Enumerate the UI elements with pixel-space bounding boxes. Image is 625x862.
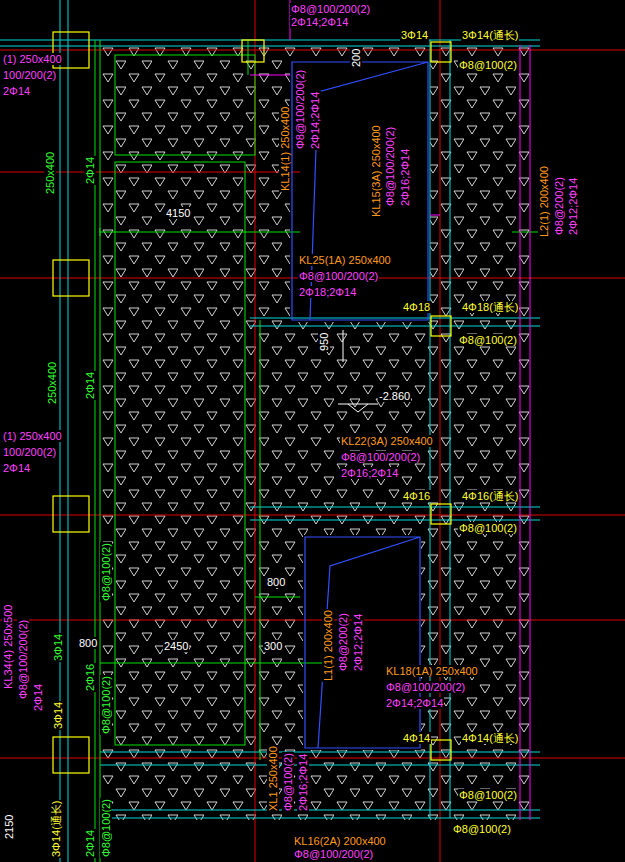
drawing-note: KL34(4) 250x500 bbox=[2, 604, 14, 690]
drawing-note: 4Φ18 bbox=[402, 301, 431, 313]
drawing-note: L1(1) 200x400 bbox=[322, 609, 334, 682]
drawing-note: (1) 250x400 bbox=[2, 53, 63, 65]
drawing-note: 2Φ14 bbox=[84, 371, 96, 400]
drawing-note: XL1 250x400 bbox=[267, 745, 279, 812]
slab-hatch bbox=[100, 45, 530, 820]
drawing-note: Φ8@100(2) bbox=[458, 334, 518, 346]
drawing-note: Φ8@100/200(2) bbox=[293, 848, 374, 860]
drawing-note: 4150 bbox=[165, 207, 191, 219]
drawing-note: 950 bbox=[318, 332, 330, 352]
drawing-note: 3Φ14(通长) bbox=[461, 29, 519, 41]
drawing-note: 4Φ18(通长) bbox=[461, 301, 519, 313]
drawing-note: 800 bbox=[266, 576, 286, 588]
drawing-note: 3Φ14 bbox=[52, 701, 64, 730]
drawing-note: Φ8@100(2) bbox=[100, 542, 112, 602]
drawing-note: Φ8@100(2) bbox=[100, 675, 112, 735]
drawing-note: 2Φ16 bbox=[84, 663, 96, 692]
drawing-note: Φ8@100/200(2) bbox=[294, 69, 306, 150]
drawing-note: Φ8@100(2) bbox=[458, 522, 518, 534]
drawing-note: 250x400 bbox=[46, 361, 58, 405]
drawing-note: KL25(1A) 250x400 bbox=[298, 254, 392, 266]
drawing-note: 4Φ16 bbox=[402, 490, 431, 502]
drawing-note: -2.860 bbox=[378, 390, 411, 402]
drawing-note: KL14(1) 250x400 bbox=[279, 106, 291, 192]
drawing-note: 4Φ14 bbox=[402, 732, 431, 744]
drawing-note: 200 bbox=[350, 48, 362, 68]
beam-edges bbox=[0, 0, 540, 862]
drawing-note: Φ8@100/200(2) bbox=[17, 619, 29, 700]
drawing-note: 2Φ18;2Φ14 bbox=[298, 286, 357, 298]
drawing-note: KL22(3A) 250x400 bbox=[340, 435, 434, 447]
drawing-note: (1) 250x400 bbox=[2, 430, 63, 442]
drawing-note: Φ8@100(2) bbox=[458, 59, 518, 71]
drawing-note: Φ8@100(2) bbox=[282, 752, 294, 812]
drawing-note: Φ8@100/200(2) bbox=[290, 3, 371, 15]
elevation-mark bbox=[338, 330, 378, 412]
drawing-note: 2450 bbox=[163, 640, 189, 652]
drawing-note: 2Φ14;2Φ14 bbox=[385, 697, 444, 709]
drawing-note: 2Φ14 bbox=[32, 683, 44, 712]
drawing-note: 2Φ12;2Φ14 bbox=[567, 177, 579, 236]
drawing-note: 2Φ12;2Φ14 bbox=[352, 613, 364, 672]
drawing-note: KL16(2A) 200x400 bbox=[293, 835, 387, 847]
drawing-note: Φ8@100/200(2) bbox=[340, 451, 421, 463]
drawing-note: Φ8@200(2) bbox=[553, 176, 565, 236]
drawing-note: 4Φ16(通长) bbox=[461, 490, 519, 502]
drawing-note: 3Φ14 bbox=[52, 633, 64, 662]
drawing-note: 2Φ14 bbox=[84, 829, 96, 858]
drawing-note: 800 bbox=[78, 637, 98, 649]
opening bbox=[303, 535, 421, 750]
drawing-note: 250x400 bbox=[44, 151, 56, 195]
drawing-note: 2Φ14 bbox=[84, 156, 96, 185]
drawing-note: Φ8@100(2) bbox=[458, 789, 518, 801]
drawing-note: KL18(1A) 250x400 bbox=[385, 665, 479, 677]
opening-outline bbox=[292, 62, 428, 748]
columns bbox=[53, 32, 451, 773]
drawing-note: Φ8@100(2) bbox=[452, 823, 512, 835]
green-outlines bbox=[95, 40, 540, 862]
drawing-note: 2Φ14 bbox=[2, 462, 31, 474]
drawing-note: Φ8@100/200(2) bbox=[384, 126, 396, 207]
drawing-note: Φ8@100/200(2) bbox=[385, 681, 466, 693]
drawing-note: 2Φ14;2Φ14 bbox=[290, 16, 349, 28]
slab-border bbox=[250, 0, 530, 820]
drawing-note: KL15(3A) 250x400 bbox=[370, 124, 382, 218]
drawing-note: 3Φ14 bbox=[400, 29, 429, 41]
drawing-note: Φ8@100(2) bbox=[100, 798, 112, 858]
drawing-note: Φ8@200(2) bbox=[337, 612, 349, 672]
opening bbox=[290, 60, 430, 322]
drawing-note: 100/200(2) bbox=[2, 69, 57, 81]
drawing-note: 4Φ14(通长) bbox=[461, 732, 519, 744]
drawing-note: Φ8@100/200(2) bbox=[298, 270, 379, 282]
drawing-note: 2Φ14;2Φ14 bbox=[309, 91, 321, 150]
drawing-note: 3Φ14(通长) bbox=[50, 800, 62, 858]
drawing-note: 300 bbox=[263, 640, 283, 652]
drawing-note: 2Φ16;2Φ14 bbox=[297, 753, 309, 812]
drawing-note: 2150 bbox=[3, 814, 15, 840]
drawing-note: 2Φ14 bbox=[2, 85, 31, 97]
drawing-note: L2(1) 200x400 bbox=[538, 165, 550, 238]
drawing-note: 2Φ16;2Φ14 bbox=[340, 467, 399, 479]
drawing-note: 100/200(2) bbox=[2, 446, 57, 458]
drawing-note: 2Φ16;2Φ14 bbox=[399, 148, 411, 207]
